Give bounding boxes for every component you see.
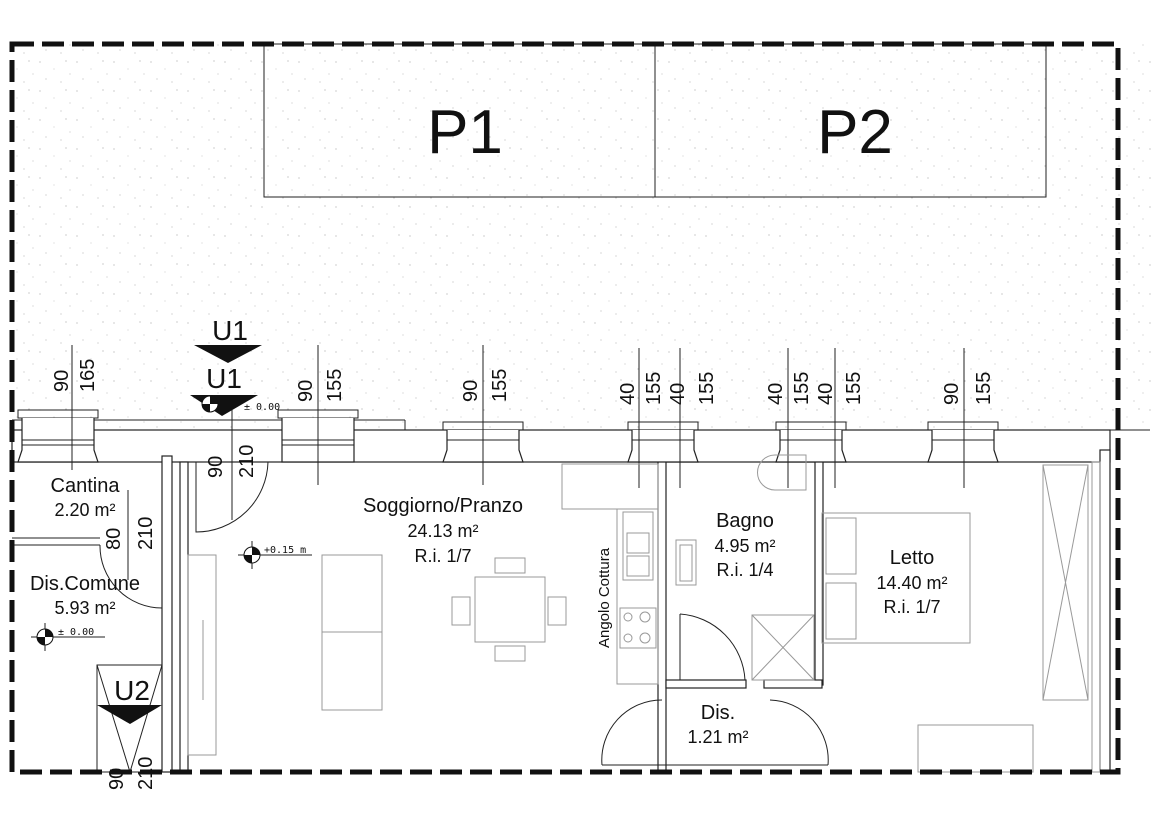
room-cantina-area: 2.20 m² (54, 500, 115, 520)
parking-p2 (654, 43, 1047, 198)
window-1-height: 165 (77, 359, 99, 392)
room-labels: Cantina 2.20 m² Dis.Comune 5.93 m² Soggi… (30, 475, 948, 747)
window-1-width: 90 (51, 370, 73, 392)
window-3-width: 90 (460, 380, 482, 402)
room-soggiorno-area: 24.13 m² (407, 521, 478, 541)
window-8-height: 155 (973, 372, 995, 405)
window-5-width: 40 (667, 383, 689, 405)
room-bagno-ratio: R.i. 1/4 (716, 560, 773, 580)
level-markers: ± 0.00 +0.15 m ± 0.00 (31, 395, 312, 651)
room-dis-comune-area: 5.93 m² (54, 598, 115, 618)
level-entry: ± 0.00 (244, 402, 280, 413)
parking-p1-label: P1 (427, 98, 503, 167)
level-common: ± 0.00 (58, 627, 94, 638)
window-4-width: 40 (617, 383, 639, 405)
room-soggiorno-ratio: R.i. 1/7 (414, 546, 471, 566)
level-marker-icon (238, 541, 312, 569)
window-7-height: 155 (843, 372, 865, 405)
cantina-door-swing (99, 544, 163, 609)
room-soggiorno-name: Soggiorno/Pranzo (363, 495, 523, 517)
entrance-u2-label: U2 (114, 675, 150, 706)
room-cucina-name: Angolo Cottura (596, 547, 613, 648)
furniture (187, 454, 1089, 773)
room-letto-area: 14.40 m² (876, 573, 947, 593)
window-dimensions: 90 165 90 155 90 155 40 155 40 155 40 15… (51, 359, 995, 405)
entrance-arrow-icon (194, 345, 262, 363)
dimension-leaders (71, 345, 965, 580)
courtyard-ground (12, 44, 1152, 430)
window-3-height: 155 (489, 369, 511, 402)
room-letto-name: Letto (890, 547, 934, 569)
window-6-height: 155 (791, 372, 813, 405)
entrance-markers: U1 U1 U2 (97, 315, 262, 724)
room-cantina-name: Cantina (51, 475, 121, 497)
window-6-width: 40 (765, 383, 787, 405)
cantina-door-width: 80 (103, 528, 125, 550)
window-8-width: 90 (941, 383, 963, 405)
parking-spaces: P1 P2 (263, 43, 1047, 198)
doors: 90 210 80 210 90 210 (96, 445, 829, 790)
entrance-u1-label: U1 (212, 315, 248, 346)
room-dis-name: Dis. (701, 702, 735, 724)
level-marker-icon (201, 395, 219, 413)
entry-door-swing (195, 461, 269, 533)
entry-door-width: 90 (205, 456, 227, 478)
window-7-width: 40 (815, 383, 837, 405)
room-dis-comune-name: Dis.Comune (30, 573, 140, 595)
entrance-arrow-icon (97, 705, 162, 724)
parking-p2-label: P2 (817, 98, 893, 167)
room-dis-area: 1.21 m² (687, 727, 748, 747)
level-marker-icon (31, 623, 105, 651)
walls (11, 429, 1111, 773)
room-bagno-name: Bagno (716, 510, 774, 532)
room-letto-ratio: R.i. 1/7 (883, 597, 940, 617)
cantina-door-height: 210 (135, 517, 157, 550)
level-living: +0.15 m (264, 545, 306, 556)
entry-door-height: 210 (236, 445, 258, 478)
entrance-u1-label-2: U1 (206, 363, 242, 394)
property-boundary (9, 41, 1121, 775)
room-bagno-area: 4.95 m² (714, 536, 775, 556)
window-4-height: 155 (643, 372, 665, 405)
window-2-height: 155 (324, 369, 346, 402)
window-2-width: 90 (295, 380, 317, 402)
window-5-height: 155 (696, 372, 718, 405)
